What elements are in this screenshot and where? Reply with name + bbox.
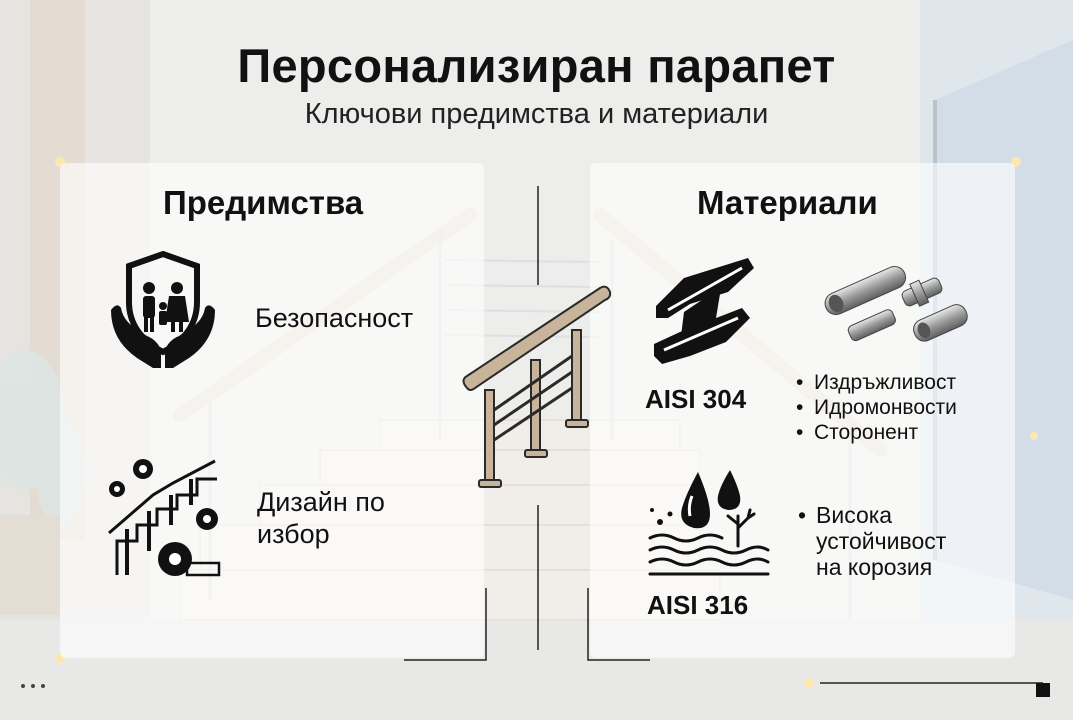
grade-304-properties: Издръжливост Идромонвости Сторонент <box>796 370 957 445</box>
water-corrosion-icon <box>648 470 770 576</box>
list-item: Издръжливост <box>796 370 957 395</box>
list-item: Сторонент <box>796 420 957 445</box>
advantage-design-label: Дизайн по избор <box>257 487 385 549</box>
page-subtitle: Ключови предимства и материали <box>304 98 769 130</box>
grade-316-properties: Висока устойчивост на корозия <box>798 502 946 580</box>
grade-304-label: AISI 304 <box>645 384 747 414</box>
list-item: Висока <box>798 502 946 528</box>
advantage-safety-label: Безопасност <box>255 303 414 333</box>
list-item: на корозия <box>816 554 933 580</box>
page-title: Персонализиран парапет <box>237 39 836 92</box>
advantages-heading: Предимства <box>163 184 364 221</box>
railing-icon <box>462 285 612 488</box>
list-item: Идромонвости <box>796 395 957 420</box>
list-item: устойчивост <box>816 528 947 554</box>
family-protection-icon <box>111 250 215 368</box>
grade-316-label: AISI 316 <box>647 590 749 620</box>
steel-fittings-icon <box>824 265 968 342</box>
custom-design-icon <box>108 459 221 577</box>
materials-heading: Материали <box>697 184 878 221</box>
advantages-panel <box>60 163 484 658</box>
steel-beam-icon <box>654 258 754 364</box>
